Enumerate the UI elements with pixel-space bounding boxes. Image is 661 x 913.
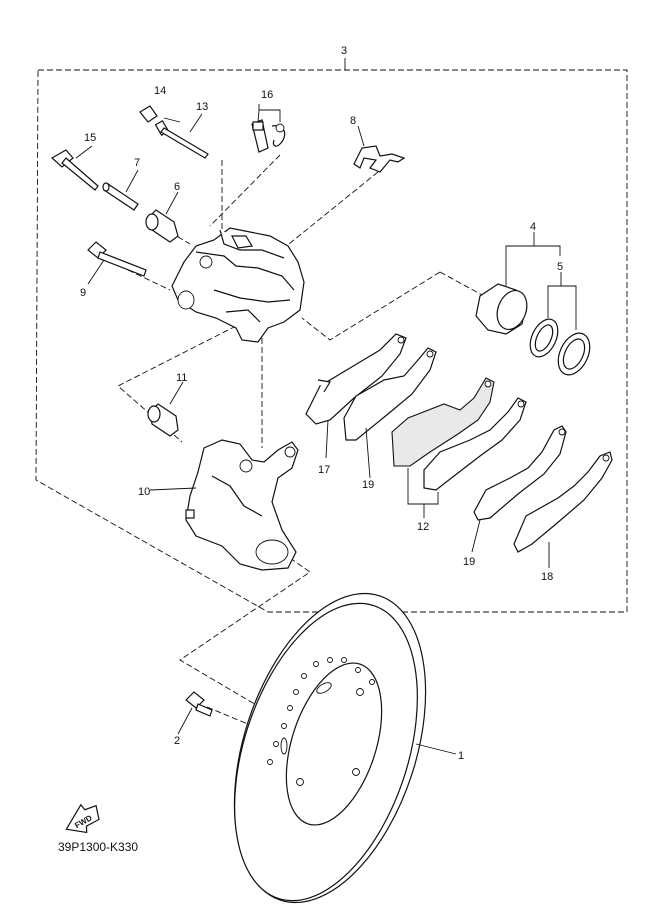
part-19-pad-left — [343, 347, 437, 441]
callout-19-left: 19 — [362, 479, 374, 491]
callout-9: 9 — [80, 287, 86, 299]
callout-10: 10 — [138, 486, 150, 498]
callout-4: 4 — [530, 221, 536, 233]
callout-5: 5 — [557, 261, 563, 273]
caliper-body — [171, 227, 305, 343]
callout-6: 6 — [174, 181, 180, 193]
callout-18: 18 — [541, 571, 553, 583]
diagram-code: 39P1300-K330 — [58, 840, 138, 854]
part-1-brake-disc — [233, 592, 427, 904]
part-5-seals — [529, 318, 591, 376]
callout-11: 11 — [176, 372, 187, 384]
fwd-arrow-icon: FWD — [65, 803, 100, 834]
part-2-bolt — [185, 691, 213, 717]
part-15-bolt — [50, 149, 99, 191]
part-4-piston — [475, 283, 528, 335]
callout-12: 12 — [417, 521, 429, 533]
part-13-slide-pin — [154, 119, 209, 159]
callout-8: 8 — [350, 115, 356, 127]
part-18-shim — [513, 451, 613, 553]
callout-19-right: 19 — [463, 556, 475, 568]
callout-labels: 3 14 13 16 8 15 7 6 4 5 9 11 17 19 10 12… — [80, 45, 563, 762]
part-10-caliper-bracket — [185, 439, 299, 571]
callout-14: 14 — [154, 85, 166, 97]
callout-16: 16 — [261, 89, 273, 101]
callout-17: 17 — [318, 464, 330, 476]
callout-1: 1 — [458, 750, 464, 762]
part-6-bushing — [145, 209, 179, 243]
callout-15: 15 — [84, 132, 96, 144]
part-14-cap — [139, 105, 158, 123]
callout-7: 7 — [134, 157, 140, 169]
part-19-pad-right — [473, 425, 567, 521]
callout-leaders — [75, 104, 577, 755]
part-7-pin — [102, 182, 139, 211]
part-8-pad-clip — [353, 145, 406, 173]
part-16-bleed-screw — [251, 119, 286, 153]
callout-13: 13 — [196, 101, 208, 113]
caliper-assembly-boundary — [35, 58, 628, 613]
disc-holes — [267, 657, 375, 786]
callout-2: 2 — [174, 735, 180, 747]
part-12-pad-set — [391, 377, 527, 491]
callout-3: 3 — [341, 45, 347, 57]
part-11-bushing — [147, 403, 179, 437]
part-9-bolt — [87, 241, 147, 277]
